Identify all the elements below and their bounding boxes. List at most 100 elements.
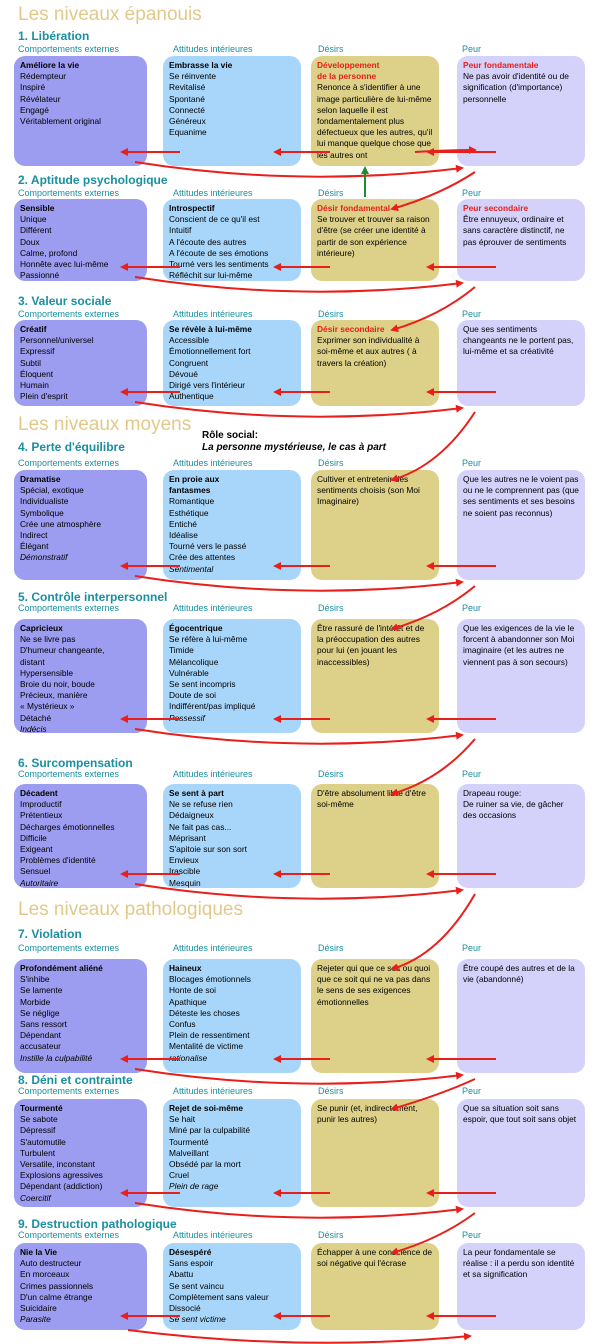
box-line: Se sent à part [169, 788, 224, 798]
box-line: Apathique [169, 996, 207, 1007]
arrow-to-next-fear [134, 276, 464, 293]
box-line: Autoritaire [20, 877, 59, 888]
box-line: Individualiste [20, 496, 69, 507]
header-external-behaviour: Comportements externes [18, 769, 120, 779]
box-line: Sensuel [20, 866, 51, 877]
box-line: Engagé [20, 104, 49, 115]
header-fear: Peur [462, 1086, 482, 1096]
box-line: Romantique [169, 496, 215, 507]
box-line: Haineux [169, 963, 202, 973]
level-title: 3. Valeur sociale [18, 294, 112, 308]
box-fear: Que ses sentiments changeants ne le port… [457, 320, 585, 406]
box-line: Ne se refuse rien [169, 799, 233, 810]
header-external-behaviour: Comportements externes [18, 1086, 120, 1096]
header-fear: Peur [462, 603, 482, 613]
box-line: Dépendant (addiction) [20, 1181, 103, 1192]
box-line: Dépendant [20, 1030, 61, 1041]
box-line: Se hait [169, 1114, 196, 1125]
box-line: Personnel/universel [20, 335, 94, 346]
box-line: fantasmes [169, 485, 211, 496]
box-line: Blocages émotionnels [169, 974, 251, 985]
arrow-to-next-fear [134, 401, 464, 418]
box-desires: Être rassuré de l'intérêt et de la préoc… [311, 619, 439, 733]
box-line: distant [20, 656, 45, 667]
box-line: Sensible [20, 203, 55, 213]
box-line: Sans espoir [169, 1258, 214, 1269]
box-line: Symbolique [20, 507, 64, 518]
box-line: Congruent [169, 357, 209, 368]
box-line: Esthétique [169, 507, 209, 518]
header-desires: Désirs [318, 44, 344, 54]
box-line: Se réinvente [169, 71, 217, 82]
header-fear: Peur [462, 943, 482, 953]
box-line: Auto destructeur [20, 1258, 82, 1269]
box-line: Unique [20, 214, 47, 225]
box-line: Tourmenté [20, 1103, 63, 1113]
arrow-to-next-desire [390, 1212, 476, 1256]
box-line: La peur fondamentale se réalise : il a p… [463, 1247, 575, 1280]
box-line: Déteste les choses [169, 1007, 240, 1018]
box-line: Coercitif [20, 1192, 51, 1203]
box-line: Inspiré [20, 82, 46, 93]
box-line: Que les exigences de la vie le forcent à… [463, 623, 575, 667]
box-line: Authentique [169, 391, 214, 402]
box-line: Revitalisé [169, 82, 206, 93]
box-line: Dévoué [169, 368, 198, 379]
box-line: Irascible [169, 866, 201, 877]
box-line: Prétentieux [20, 810, 63, 821]
box-line: Être coupé des autres et de la vie (aban… [463, 963, 575, 985]
box-line: Se sent vaincu [169, 1280, 224, 1291]
box-line: Mesquin [169, 877, 201, 888]
box-line: Indécis [20, 723, 47, 733]
box-line: Être rassuré de l'intérêt et de la préoc… [317, 623, 425, 667]
box-line: Complètement sans valeur [169, 1291, 269, 1302]
box-line: Décadent [20, 788, 58, 798]
box-line: S'inhibe [20, 974, 50, 985]
box-line: Émotionnellement fort [169, 346, 251, 357]
level-title: 2. Aptitude psychologique [18, 173, 168, 187]
box-line: Méprisant [169, 832, 206, 843]
box-line: Tourné vers le passé [169, 541, 247, 552]
arrow-to-next-desire [390, 893, 476, 972]
box-line: S'apitoie sur son sort [169, 844, 247, 855]
box-line: Sentimental [169, 563, 214, 574]
box-line: S'automutile [20, 1136, 66, 1147]
arrow-to-next-desire [390, 286, 476, 333]
box-line: Spontané [169, 93, 205, 104]
header-external-behaviour: Comportements externes [18, 603, 120, 613]
box-line: Exprimer son individualité à soi-même et… [317, 335, 420, 368]
box-line: Doute de soi [169, 690, 217, 701]
box-line: De ruiner sa vie, de gâcher des occasion… [463, 799, 564, 821]
header-fear: Peur [462, 769, 482, 779]
box-line: Difficile [20, 832, 47, 843]
arrow-to-next-fear [134, 575, 464, 592]
box-line: Sans ressort [20, 1019, 68, 1030]
box-line: Ne se livre pas [20, 634, 76, 645]
box-line: Développement [317, 60, 380, 70]
box-line: Se sent incompris [169, 679, 236, 690]
header-desires: Désirs [318, 603, 344, 613]
box-line: Que ses sentiments changeants ne le port… [463, 324, 574, 357]
box-line: Indifférent/pas impliqué [169, 701, 256, 712]
box-line: Rejet de soi-même [169, 1103, 244, 1113]
box-line: Se punir (et, indirectement, punir les a… [317, 1103, 418, 1125]
box-desires: Échapper à une conscience de soi négativ… [311, 1243, 439, 1330]
box-line: Exigeant [20, 844, 53, 855]
header-external-behaviour: Comportements externes [18, 1230, 120, 1240]
box-line: Turbulent [20, 1147, 56, 1158]
box-line: Spécial, exotique [20, 485, 84, 496]
box-line: Se révèle à lui-même [169, 324, 252, 334]
arrow-to-next-fear [134, 1068, 464, 1085]
box-line: Versatile, inconstant [20, 1159, 95, 1170]
box-line: Connecté [169, 104, 205, 115]
box-desires: Cultiver et entretenir des sentiments ch… [311, 470, 439, 580]
box-line: Vulnérable [169, 667, 209, 678]
box-line: de la personne [317, 71, 377, 82]
